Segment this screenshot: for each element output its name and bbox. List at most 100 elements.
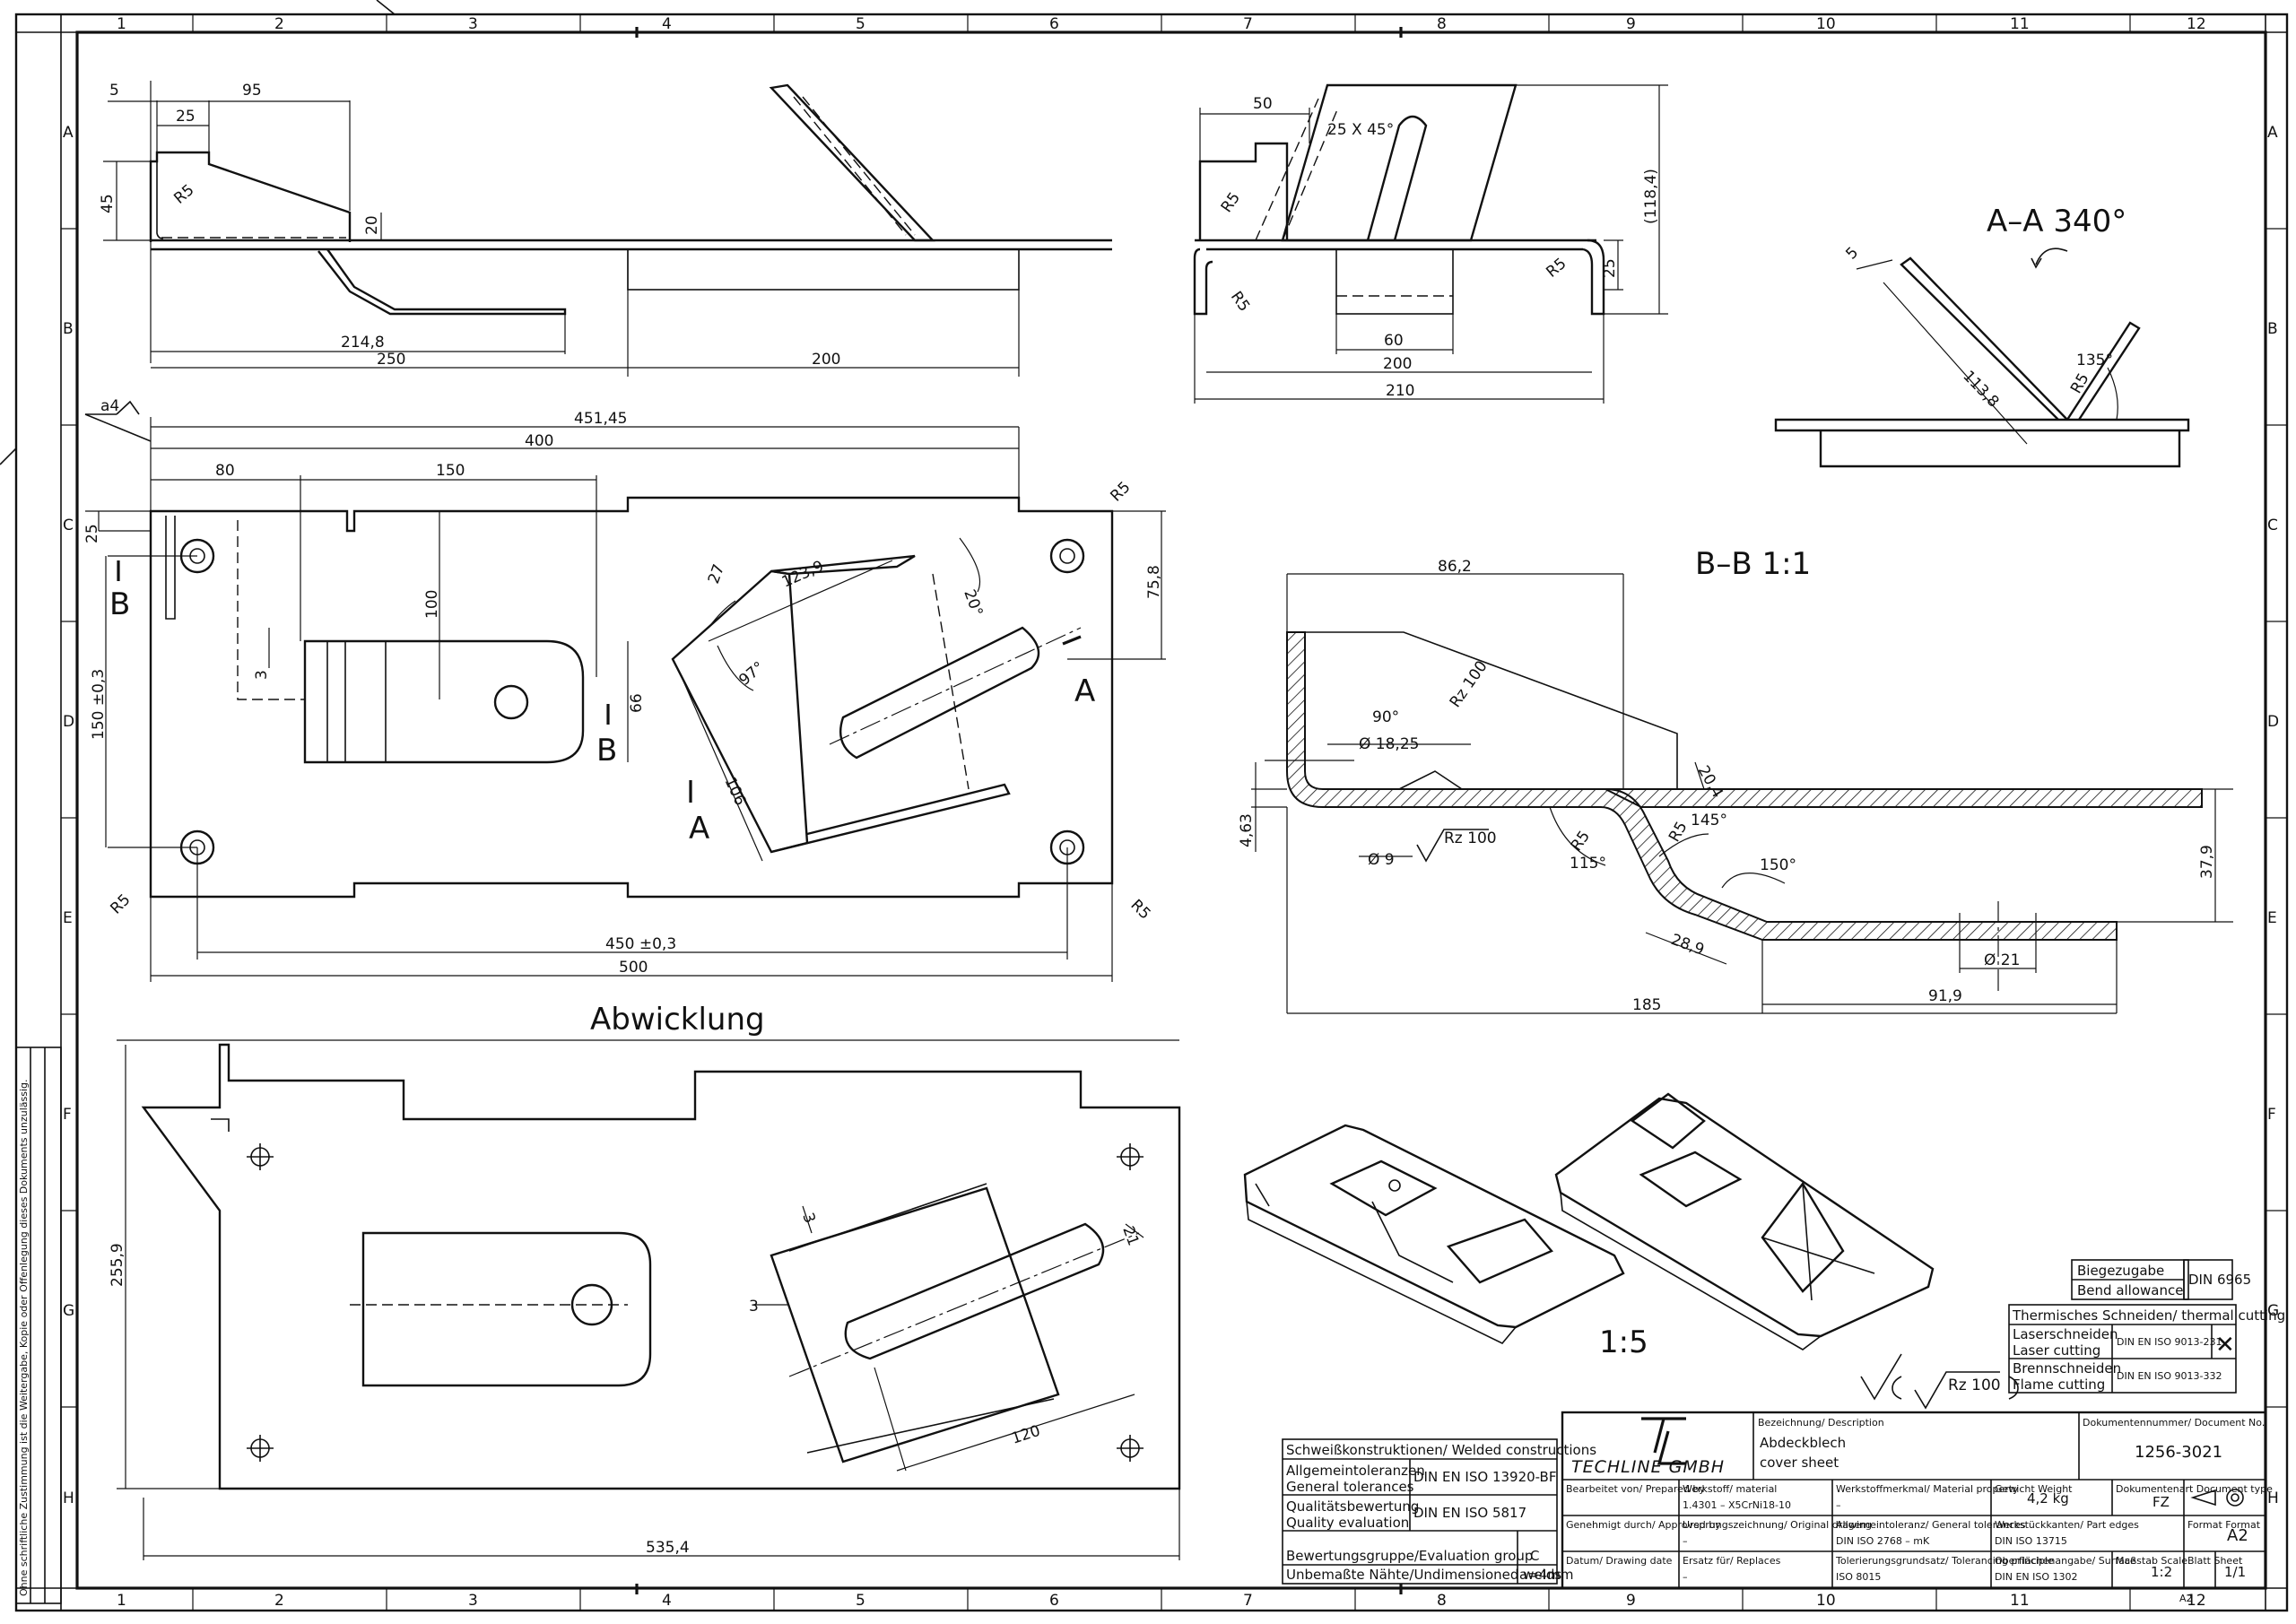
- weld-label: Qualitätsbewertung: [1286, 1498, 1419, 1515]
- doctype: FZ: [2152, 1494, 2170, 1510]
- surface-standard: DIN EN ISO 1302: [1995, 1571, 2078, 1583]
- row-label: B: [63, 320, 74, 338]
- section-b-b: B–B 1:1: [1238, 546, 2233, 1014]
- dim-label: 450 ±0,3: [605, 935, 676, 953]
- dim-label: 95: [242, 82, 262, 100]
- tolprin-label: Tolerierungsgrundsatz/ Tolerancing princ…: [1835, 1555, 2054, 1567]
- material-label: Werkstoff/ material: [1683, 1483, 1777, 1495]
- laser-check-mark: ✕: [2215, 1332, 2235, 1359]
- laser-label: Laser cutting: [2013, 1342, 2100, 1359]
- col-label: 10: [1816, 1592, 1836, 1610]
- dim-label: 535,4: [646, 1539, 690, 1557]
- dim-label: R5: [1568, 828, 1594, 855]
- dim-label: 25: [176, 108, 196, 126]
- surface-label: Oberflächenangabe/ Surface: [1995, 1555, 2136, 1567]
- dim-label: 451,45: [574, 410, 627, 428]
- bend-allowance-table: Biegezugabe Bend allowance DIN 6965: [2071, 1259, 2251, 1300]
- surface-roughness: Rz 100: [1948, 1376, 2001, 1394]
- dim-label: 106: [720, 775, 749, 809]
- dim-label: 5: [109, 82, 119, 100]
- col-label: 3: [468, 15, 478, 33]
- dim-label: 150: [436, 462, 465, 480]
- bend-label: Biegezugabe: [2077, 1263, 2164, 1279]
- dim-label: 25: [83, 524, 101, 543]
- laser-label: Laserschneiden: [2013, 1326, 2118, 1342]
- copyright-note: Ohne schriftliche Zustimmung ist die Wei…: [18, 1080, 30, 1597]
- weld-value: DIN EN ISO 5817: [1413, 1505, 1526, 1521]
- scale: 1:2: [2151, 1564, 2172, 1580]
- row-label: A: [63, 124, 74, 142]
- dim-label: 3: [253, 670, 271, 680]
- dim-label: Ø 9: [1368, 851, 1395, 869]
- prepared-label: Bearbeitet von/ Prepared by: [1566, 1483, 1705, 1495]
- col-label: 4: [662, 1592, 672, 1610]
- copyright-margin-box: Ohne schriftliche Zustimmung ist die Wei…: [15, 1046, 62, 1604]
- weld-label: General tolerances: [1286, 1479, 1414, 1495]
- col-label: 7: [1243, 1592, 1253, 1610]
- row-label: H: [2267, 1489, 2279, 1507]
- col-label: 2: [274, 1592, 284, 1610]
- section-mark-b: B: [109, 586, 130, 622]
- dim-label: (118,4): [1642, 169, 1660, 224]
- dim-label: 4,63: [1238, 813, 1256, 847]
- dim-label: Rz 100: [1444, 829, 1497, 847]
- dim-label: 5: [1842, 244, 1862, 264]
- bottom-format: A2: [2179, 1593, 2193, 1604]
- row-label: C: [2267, 517, 2278, 534]
- col-label: 11: [2010, 15, 2030, 33]
- replaces-label: Ersatz für/ Replaces: [1683, 1555, 1781, 1567]
- col-label: 8: [1437, 1592, 1447, 1610]
- col-label: 12: [2187, 15, 2206, 33]
- dim-label: R5: [170, 181, 197, 208]
- row-label: E: [2267, 909, 2277, 927]
- dim-label: R5: [1107, 478, 1134, 505]
- format: A2: [2227, 1526, 2248, 1545]
- col-label: 7: [1243, 15, 1253, 33]
- dim-label: 250: [377, 351, 405, 369]
- thermal-header: Thermisches Schneiden/ thermal cutting: [2012, 1307, 2285, 1324]
- weld-label: Quality evaluation: [1286, 1515, 1409, 1531]
- approved-label: Genehmigt durch/ Approved by: [1566, 1519, 1721, 1531]
- edges: DIN ISO 13715: [1995, 1535, 2067, 1547]
- dim-label: 200: [1383, 355, 1412, 373]
- dim-label: R5: [1218, 189, 1244, 216]
- dim-label: 255,9: [109, 1243, 126, 1287]
- docno-label: Dokumentennummer/ Document No.: [2083, 1417, 2265, 1429]
- section-a-a: A–A 340° 5 113,8 R5 135°: [1774, 204, 2190, 468]
- section-mark-a: A: [1074, 673, 1095, 709]
- dim-label: 90°: [1372, 708, 1399, 726]
- weld-label: Unbemaßte Nähte/Undimensioned welds: [1286, 1567, 1561, 1583]
- gentol: DIN ISO 2768 – mK: [1836, 1535, 1930, 1547]
- grid-column-labels: 1 2 3 4 5 6 7 8 9 10 11 12 1 2 3 4 5 6 7…: [117, 14, 2206, 1611]
- dim-label: R5: [1126, 896, 1153, 923]
- dim-label: 115°: [1570, 855, 1606, 873]
- description-label: Bezeichnung/ Description: [1758, 1417, 1884, 1429]
- col-label: 3: [468, 1592, 478, 1610]
- gentol-label: Allgemeintoleranz/ General tolerances: [1836, 1519, 2026, 1531]
- row-label: F: [2267, 1106, 2276, 1124]
- col-label: 10: [1816, 15, 1836, 33]
- flame-standard: DIN EN ISO 9013-332: [2117, 1370, 2222, 1382]
- laser-standard: DIN EN ISO 9013-231: [2117, 1336, 2222, 1348]
- flat-pattern-title: Abwicklung: [590, 1002, 765, 1038]
- company-logo: TL: [1623, 1417, 1686, 1465]
- col-label: 8: [1437, 15, 1447, 33]
- flat-pattern: Abwicklung 255,9 3 3 21 120 535: [109, 1002, 1181, 1560]
- logo-text: TL: [1623, 1449, 1625, 1451]
- dim-label: 91,9: [1928, 987, 1962, 1005]
- dim-label: 86,2: [1438, 558, 1472, 576]
- weight-label: Gewicht Weight: [1995, 1483, 2073, 1495]
- dim-label: R5: [1543, 255, 1570, 282]
- dim-label: 123,9: [779, 558, 827, 592]
- weld-label: Bewertungsgruppe/Evaluation group: [1286, 1548, 1533, 1564]
- dim-label: 210: [1386, 382, 1414, 400]
- dim-label: R5: [2067, 370, 2093, 397]
- dim-label: 214,8: [341, 334, 385, 352]
- dim-label: 28,9: [1668, 931, 1706, 960]
- weight: 4,2 kg: [2027, 1490, 2069, 1507]
- weld-header: Schweißkonstruktionen/ Welded constructi…: [1286, 1442, 1596, 1458]
- dim-label: Ø 21: [1984, 951, 2020, 969]
- sheet-label: Blatt Sheet: [2187, 1555, 2243, 1567]
- dim-label: 145°: [1691, 812, 1727, 829]
- col-label: 6: [1049, 15, 1059, 33]
